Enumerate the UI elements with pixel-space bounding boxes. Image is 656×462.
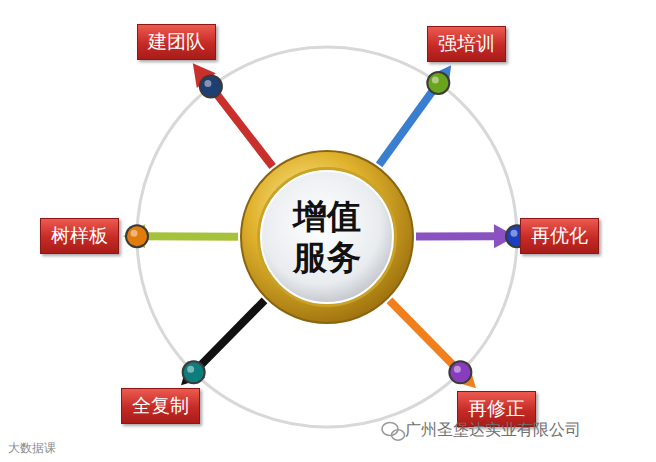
label-box: 树样板	[40, 218, 119, 254]
label-box: 建团队	[137, 24, 216, 60]
orbit-dot-fill	[127, 226, 147, 246]
label-text: 建团队	[148, 30, 205, 52]
label-text: 全复制	[132, 394, 189, 416]
orbit-dot-fill	[184, 362, 204, 382]
label-box: 全复制	[121, 388, 200, 424]
hub-text: 增值服务	[293, 196, 361, 278]
orbit-dot	[182, 360, 206, 384]
arrow-connector	[416, 224, 529, 248]
watermark-text: 大数据课	[8, 440, 56, 457]
label-text: 树样板	[51, 224, 108, 246]
label-box: 强培训	[427, 26, 506, 62]
orbit-dot-fill	[428, 73, 448, 93]
wechat-icon	[382, 423, 405, 441]
arrow-connector	[389, 300, 475, 388]
orbit-dot	[448, 360, 472, 384]
arrow-connector	[123, 224, 238, 248]
orbit-dot	[125, 224, 149, 248]
label-text: 再优化	[531, 224, 588, 246]
orbit-dot-fill	[450, 362, 470, 382]
orbit-circle	[137, 47, 517, 427]
label-text: 再修正	[468, 397, 525, 419]
arrow-connector	[379, 65, 451, 165]
watermark-text: 广州圣堡达实业有限公司	[405, 420, 581, 441]
label-box: 再优化	[520, 218, 599, 254]
arrow-connector	[193, 63, 273, 166]
orbit-dot	[199, 75, 223, 99]
hub-circle: 增值服务	[239, 149, 415, 325]
orbit-dot-fill	[201, 77, 221, 97]
arrow-connector	[181, 300, 264, 385]
label-text: 强培训	[438, 32, 495, 54]
orbit-dot	[426, 71, 450, 95]
